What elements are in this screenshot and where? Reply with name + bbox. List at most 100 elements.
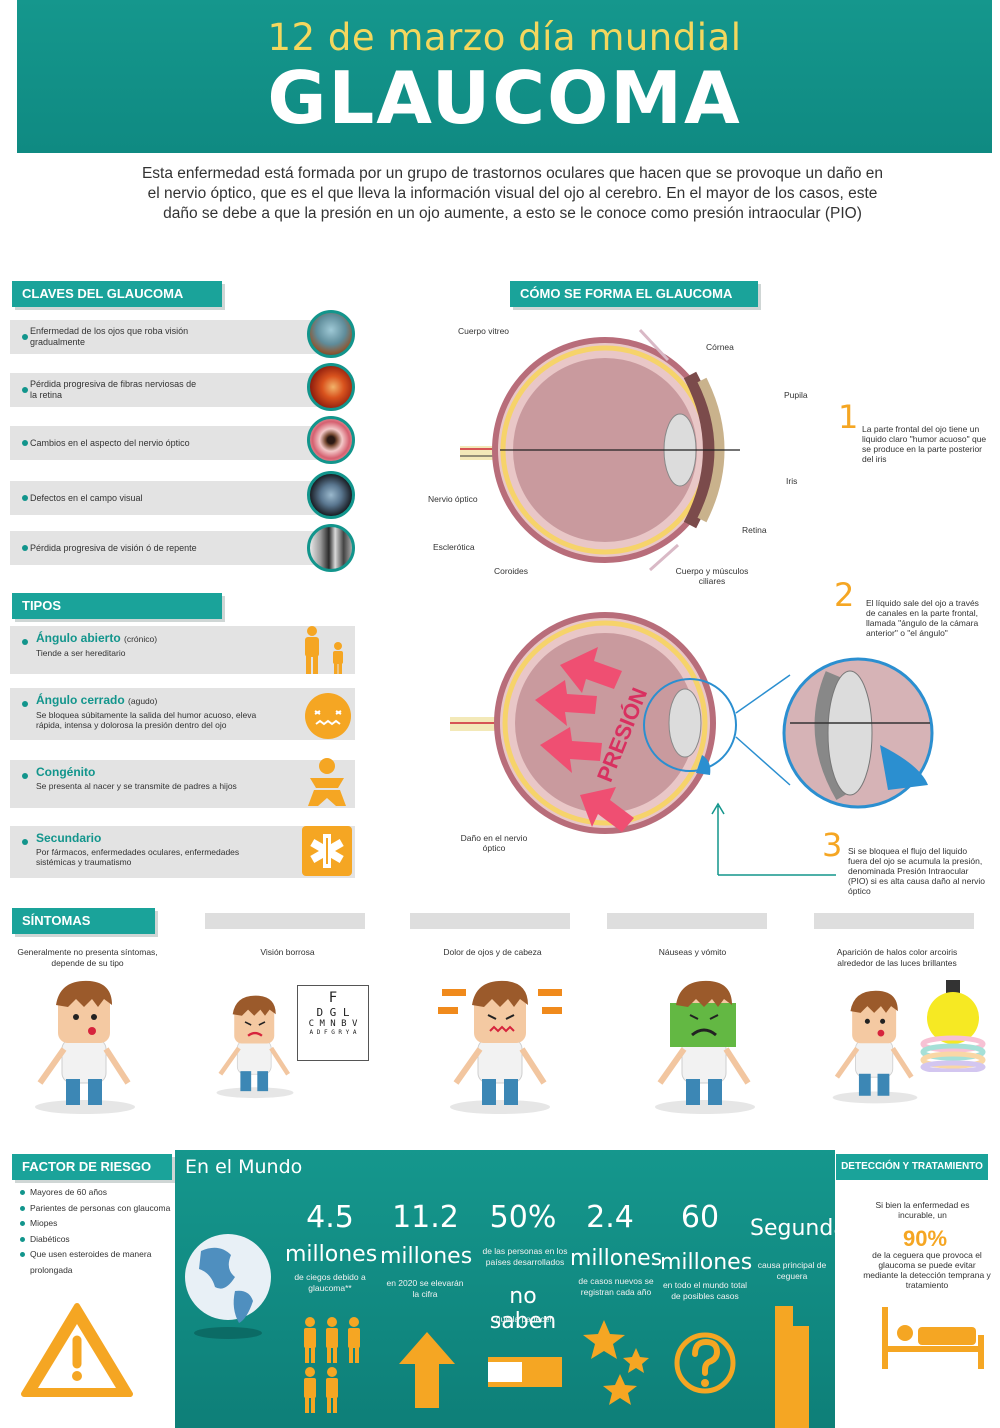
- tipo-item: Secundario Por fármacos, enfermedades oc…: [10, 826, 355, 878]
- riesgo-item: Parientes de personas con glaucoma: [18, 1201, 178, 1217]
- stat-number: 11.2: [392, 1200, 459, 1235]
- divider-bar: [410, 913, 570, 929]
- tipo-qualifier: (agudo): [128, 696, 158, 706]
- header-subtitle: 12 de marzo día mundial: [267, 16, 742, 59]
- tipo-title: Ángulo abierto: [36, 631, 121, 645]
- road-image-icon: [307, 310, 355, 358]
- stat-caption: de las personas en los países desarrolla…: [482, 1246, 568, 1267]
- world-stats-panel: En el Mundo 4.5 millones de ciegos debid…: [175, 1150, 847, 1428]
- sintomas-heading: SÍNTOMAS: [12, 908, 155, 934]
- symptom-label: Visión borrosa: [260, 947, 315, 957]
- person-figure-icon: [35, 980, 135, 1114]
- ranking-bars-icon: [775, 1306, 809, 1428]
- eye-chart-line: A D F G R Y A: [309, 1029, 357, 1036]
- clave-item-text: Enfermedad de los ojos que roba visión g…: [30, 326, 189, 347]
- label-coroides: Coroides: [494, 566, 529, 576]
- clave-item-text: Defectos en el campo visual: [30, 492, 143, 503]
- step-text: El líquido sale del ojo a través de cana…: [866, 598, 979, 638]
- clave-item: Pérdida progresiva de visión ó de repent…: [10, 531, 345, 565]
- step3-pointer-arrow: [711, 802, 836, 876]
- label-cornea: Córnea: [706, 342, 734, 352]
- tipo-item: Ángulo abierto (crónico) Tiende a ser he…: [10, 626, 355, 674]
- riesgo-list: Mayores de 60 años Parientes de personas…: [18, 1185, 178, 1278]
- vision-loss-icon: [307, 524, 355, 572]
- retina-image-icon: [307, 363, 355, 411]
- deteccion-post: de la ceguera que provoca el glaucoma se…: [863, 1250, 991, 1290]
- symptom-label: Generalmente no presenta síntomas, depen…: [17, 947, 158, 968]
- clave-item-text: Cambios en el aspecto del nervio óptico: [30, 437, 190, 448]
- riesgo-item: Mayores de 60 años: [18, 1185, 178, 1201]
- tipo-text: Se bloquea súbitamente la salida del hum…: [36, 709, 257, 731]
- person-headache-icon: [438, 980, 562, 1114]
- eye-chart: F D G L C M N B V A D F G R Y A: [297, 985, 369, 1061]
- label-iris: Iris: [786, 476, 798, 486]
- people-group-icon: [304, 1317, 360, 1413]
- stat-unit: millones: [570, 1246, 663, 1271]
- pain-face-icon: [305, 693, 351, 739]
- step-number: 3: [822, 826, 843, 864]
- symptom-label: Náuseas y vómito: [658, 947, 727, 957]
- stat-caption: en todo el mundo total de posibles casos: [662, 1280, 748, 1301]
- label-ciliares: Cuerpo y músculos ciliares: [675, 566, 749, 586]
- stat-unit: no saben: [489, 1284, 557, 1334]
- eye-chart-line: F: [328, 990, 338, 1006]
- stat-caption: de casos nuevos se registran cada año: [578, 1276, 654, 1297]
- half-bar-fill: [488, 1362, 522, 1382]
- person-blurry-icon: [216, 995, 294, 1099]
- label-pupila: Pupila: [784, 390, 808, 400]
- claves-heading: CLAVES DEL GLAUCOMA: [12, 281, 222, 307]
- divider-bar: [205, 913, 365, 929]
- deteccion-heading: DETECCIÓN Y TRATAMIENTO: [836, 1154, 988, 1180]
- tipo-title: Ángulo cerrado: [36, 693, 125, 707]
- intro-text: Esta enfermedad está formada por un grup…: [141, 165, 884, 222]
- warning-icon: [21, 1303, 133, 1397]
- riesgo-item: Diabéticos: [18, 1232, 178, 1248]
- tipo-item: Congénito Se presenta al nacer y se tran…: [10, 760, 355, 808]
- tipo-title: Secundario: [36, 831, 102, 845]
- stat-unit: millones: [380, 1244, 473, 1269]
- person-nausea-icon: [655, 980, 755, 1114]
- label-nervio-optico: Nervio óptico: [428, 494, 478, 504]
- riesgo-item: Que usen esteroides de manera prolongada: [18, 1247, 178, 1278]
- label-cuerpo-vitreo: Cuerpo vitreo: [458, 326, 510, 336]
- tipo-qualifier: (crónico): [124, 634, 158, 644]
- eye-pressure-diagram: [450, 612, 934, 834]
- question-icon: [674, 1332, 736, 1394]
- stat-unit: millones: [660, 1250, 753, 1275]
- tipo-text: Se presenta al nacer y se transmite de p…: [36, 780, 237, 791]
- clave-item-text: Pérdida progresiva de visión ó de repent…: [30, 542, 197, 553]
- clave-item-text: Pérdida progresiva de fibras nerviosas d…: [30, 379, 197, 400]
- clave-item: Defectos en el campo visual: [10, 481, 345, 515]
- tipo-title: Congénito: [36, 765, 96, 779]
- tipo-text: Tiende a ser hereditario: [36, 647, 126, 658]
- tipos-heading: TIPOS: [12, 593, 222, 619]
- medical-star-icon: [302, 826, 352, 876]
- divider-bar: [607, 913, 767, 929]
- eye-image-icon: [307, 416, 355, 464]
- divider-bar: [814, 913, 974, 929]
- globe-icon: [185, 1234, 271, 1339]
- clave-item: Cambios en el aspecto del nervio óptico: [10, 426, 345, 460]
- como-heading: CÓMO SE FORMA EL GLAUCOMA: [510, 281, 758, 307]
- label-esclerotica: Esclerótica: [433, 542, 475, 552]
- step-text: La parte frontal del ojo tiene un liquid…: [862, 424, 987, 464]
- arrow-up-icon: [399, 1332, 455, 1408]
- eye-anatomy-diagram: [460, 328, 740, 572]
- family-icon: [305, 626, 343, 674]
- stat-caption: causa principal de ceguera: [757, 1260, 827, 1281]
- step-number: 1: [838, 398, 859, 436]
- page-title: GLAUCOMA: [267, 56, 742, 140]
- stat-caption: que la padecen: [495, 1314, 555, 1324]
- stat-caption: de ciegos debido a glaucoma**: [294, 1272, 366, 1293]
- mundo-heading: En el Mundo: [185, 1156, 303, 1178]
- tipo-item: Ángulo cerrado (agudo) Se bloquea súbita…: [10, 688, 355, 740]
- stat-number: 60: [680, 1200, 720, 1235]
- eye-chart-line: C M N B V: [308, 1019, 358, 1029]
- stars-icon: [583, 1320, 649, 1405]
- tipo-text: Por fármacos, enfermedades oculares, enf…: [36, 846, 240, 868]
- label-dano-nervio: Daño en el nervio óptico: [460, 833, 528, 853]
- stat-number: 50%: [489, 1200, 557, 1235]
- eye-chart-line: D G L: [316, 1006, 350, 1019]
- stat-number: 2.4: [586, 1200, 634, 1235]
- riesgo-item: Miopes: [18, 1216, 178, 1232]
